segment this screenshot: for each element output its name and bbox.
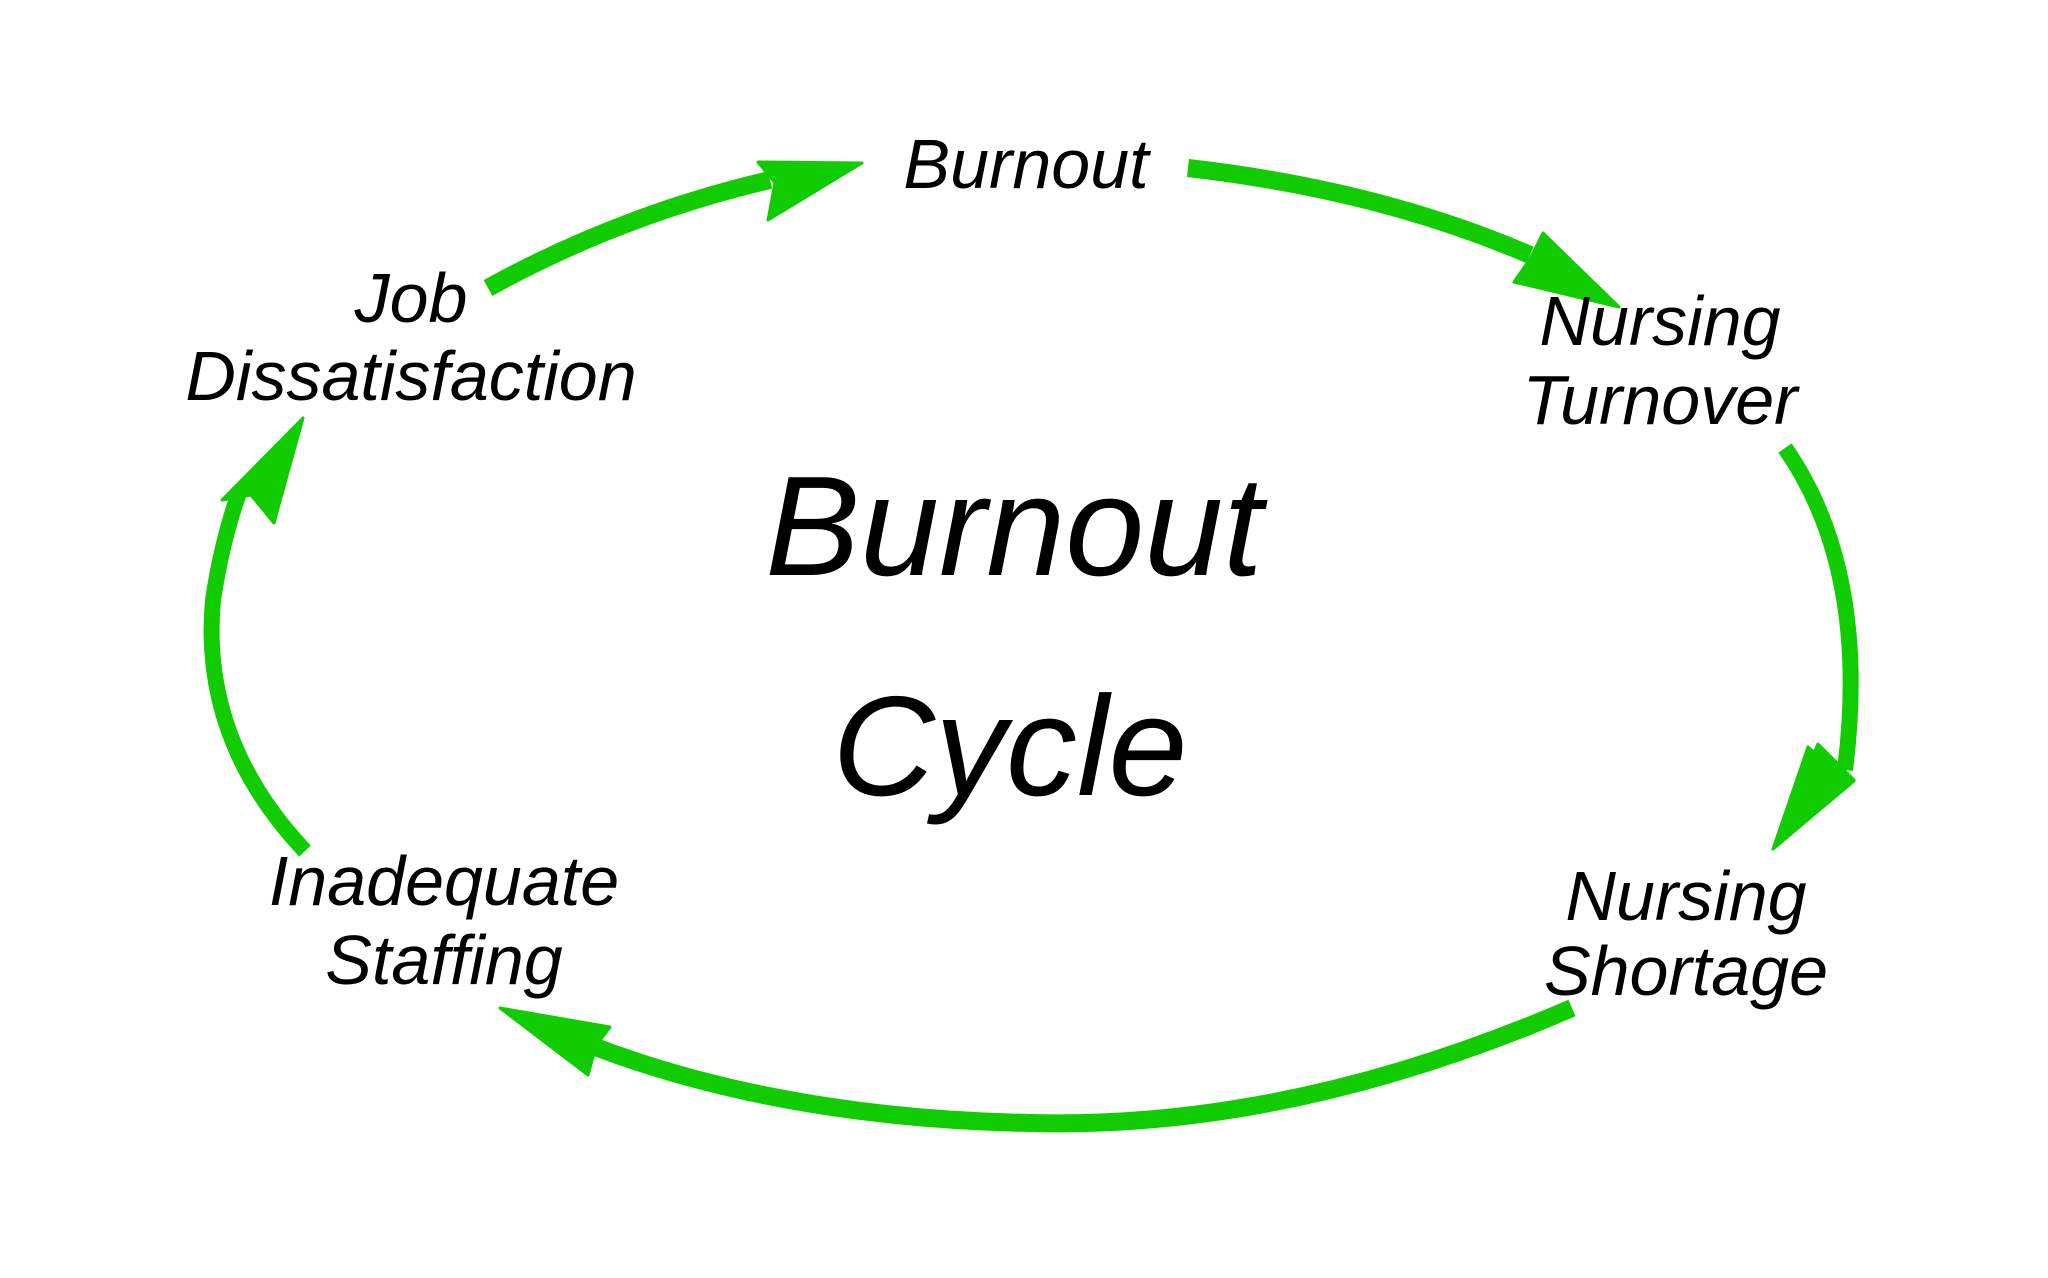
arrow-inadequate-staffing-to-job-dissatisfaction (203, 416, 311, 857)
arrow-shaft (1186, 159, 1534, 264)
arrow-head-barb (1771, 745, 1856, 851)
node-label-line-2: Staffing (325, 921, 562, 999)
arrow-job-dissatisfaction-to-burnout (483, 160, 864, 296)
arrow-shaft (586, 999, 1576, 1133)
arrow-head (220, 416, 305, 525)
title-line-2: Cycle (832, 667, 1187, 826)
arrow-head (756, 160, 864, 222)
node-label-line-1: Nursing (1539, 282, 1780, 360)
node-label-line-1: Job (354, 259, 468, 337)
arrow-shaft (203, 487, 311, 857)
node-label-line-2: Shortage (1544, 932, 1828, 1010)
arrow-head (1512, 231, 1621, 309)
arrow-shaft (1778, 443, 1859, 771)
arrow-shaft (483, 171, 773, 296)
node-label-line-2: Dissatisfaction (185, 337, 636, 415)
node-label: Burnout (903, 125, 1151, 203)
cycle-arrows (203, 159, 1859, 1133)
arrow-burnout-to-nursing-turnover (1186, 159, 1621, 309)
node-label-line-1: Inadequate (269, 842, 619, 920)
arrow-nursing-turnover-to-nursing-shortage (1771, 443, 1859, 851)
arrow-nursing-shortage-to-inadequate-staffing (498, 999, 1576, 1133)
title-line-1: Burnout (765, 447, 1268, 606)
node-job-dissatisfaction: Job Dissatisfaction (185, 259, 636, 415)
node-label-line-2: Turnover (1523, 361, 1801, 439)
node-nursing-turnover: Nursing Turnover (1523, 282, 1801, 439)
node-nursing-shortage: Nursing Shortage (1544, 857, 1828, 1010)
arrow-head (498, 1006, 612, 1077)
node-label-line-1: Nursing (1565, 857, 1806, 935)
node-burnout: Burnout (903, 125, 1151, 203)
node-inadequate-staffing: Inadequate Staffing (269, 842, 619, 999)
diagram-title: Burnout Cycle (765, 447, 1268, 826)
